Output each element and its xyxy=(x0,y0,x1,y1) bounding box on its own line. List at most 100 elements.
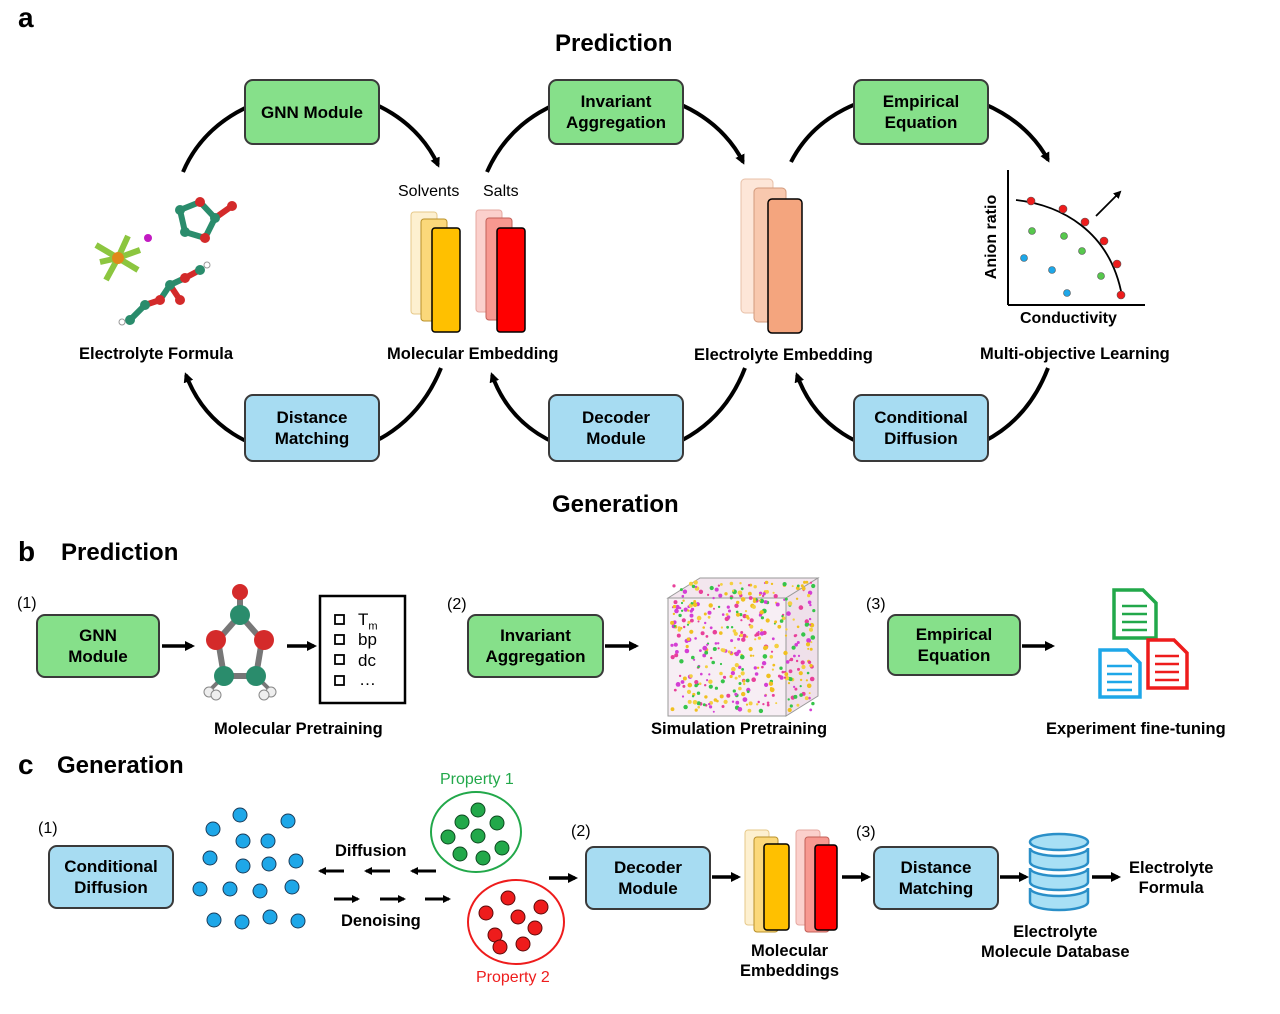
simulation-particle xyxy=(712,647,717,651)
simulation-particle xyxy=(721,648,726,653)
simulation-particle xyxy=(748,646,753,652)
simulation-particle xyxy=(793,685,796,689)
simulation-particle xyxy=(742,697,748,702)
simulation-particle xyxy=(797,667,800,671)
mol-embeddings-label: Molecular Embeddings xyxy=(740,941,839,981)
simulation-particle xyxy=(679,588,683,592)
simulation-particle xyxy=(729,674,733,679)
simulation-particle xyxy=(714,642,718,645)
simulation-particle xyxy=(784,634,788,637)
simulation-particle xyxy=(806,683,812,689)
simulation-particle xyxy=(804,696,809,701)
solvent-embedding-stack xyxy=(410,211,461,333)
simulation-particle xyxy=(709,705,713,709)
simulation-particle xyxy=(808,692,811,695)
prop-bp: bp xyxy=(358,630,377,649)
simulation-particle xyxy=(683,704,688,710)
simulation-particle xyxy=(754,672,759,676)
simulation-particle xyxy=(726,693,731,698)
simulation-particle xyxy=(689,581,693,586)
simulation-particle xyxy=(748,596,753,600)
panel-a-top-title: Prediction xyxy=(555,30,673,57)
simulation-particle xyxy=(708,684,713,689)
simulation-particle xyxy=(782,582,787,587)
simulation-particle xyxy=(707,615,711,619)
simulation-particle xyxy=(680,609,684,612)
simulation-particle xyxy=(740,619,743,622)
simulation-particle xyxy=(811,583,816,589)
simulation-particle xyxy=(791,645,796,650)
simulation-particle xyxy=(735,610,739,614)
simulation-particle xyxy=(787,698,790,701)
simulation-particle xyxy=(777,624,782,629)
simulation-particle xyxy=(757,630,760,634)
b-invariant-line1: Invariant xyxy=(500,626,571,645)
salt-embedding-stack xyxy=(475,209,526,333)
simulation-particle xyxy=(771,668,775,671)
prop-tm-text: T xyxy=(358,610,369,629)
simulation-particle xyxy=(809,623,812,626)
electrolyte-formula-label: Electrolyte Formula xyxy=(79,345,234,363)
simulation-particle xyxy=(673,688,677,692)
simulation-particle xyxy=(737,707,743,712)
electrolyte-embedding-stack xyxy=(740,178,803,334)
simulation-particle xyxy=(702,626,705,629)
simulation-particle xyxy=(699,649,702,652)
simulation-particle xyxy=(779,666,783,670)
simulation-particle xyxy=(692,700,698,705)
simulation-particle xyxy=(698,682,702,685)
simulation-particle xyxy=(711,660,715,665)
document-icon-red xyxy=(1146,638,1189,690)
conditional-line2: Diffusion xyxy=(884,429,958,448)
simulation-particle xyxy=(714,587,719,592)
simulation-particle xyxy=(720,583,723,586)
simulation-particle xyxy=(757,700,760,704)
simulation-particle xyxy=(789,657,794,662)
b-gnn-line1: GNN xyxy=(79,626,117,645)
simulation-particle xyxy=(812,609,816,613)
simulation-particle xyxy=(682,599,685,602)
simulation-particle xyxy=(678,613,682,618)
c-step-3: (3) xyxy=(856,824,876,841)
database-line2: Molecule Database xyxy=(981,943,1130,961)
simulation-particle xyxy=(707,610,712,615)
panel-a-bottom-title: Generation xyxy=(552,491,679,518)
simulation-particle xyxy=(774,643,779,649)
simulation-particle xyxy=(765,618,770,623)
simulation-particle xyxy=(807,590,813,595)
simulation-particle xyxy=(742,679,746,683)
simulation-particle xyxy=(805,642,811,647)
simulation-particle xyxy=(796,584,800,588)
simulation-particle xyxy=(783,676,787,679)
simulation-particle xyxy=(785,628,788,631)
simulation-particle xyxy=(708,702,711,706)
simulation-particle xyxy=(810,635,816,640)
diffusion-label: Diffusion xyxy=(335,842,407,860)
simulation-particle xyxy=(798,605,804,610)
simulation-particle xyxy=(718,593,723,598)
simulation-particle xyxy=(700,631,705,636)
simulation-particle xyxy=(687,609,690,612)
simulation-particle xyxy=(686,637,691,641)
b-empirical-line1: Empirical xyxy=(915,625,993,644)
simulation-particle xyxy=(733,631,738,636)
simulation-particle xyxy=(761,594,765,598)
simulation-particle xyxy=(689,629,694,634)
simulation-particle xyxy=(677,626,681,630)
simulation-particle xyxy=(762,703,765,706)
simulation-particle xyxy=(683,607,688,612)
simulation-particle xyxy=(678,674,682,678)
simulation-particle xyxy=(690,618,694,623)
simulation-particle xyxy=(697,705,700,709)
simulation-particle xyxy=(758,593,762,597)
invariant-line1: Invariant xyxy=(580,92,652,111)
simulation-particle xyxy=(740,631,744,634)
simulation-particle xyxy=(682,589,688,594)
simulation-particle xyxy=(747,584,751,587)
gnn-module-box: GNN Module xyxy=(244,79,380,145)
